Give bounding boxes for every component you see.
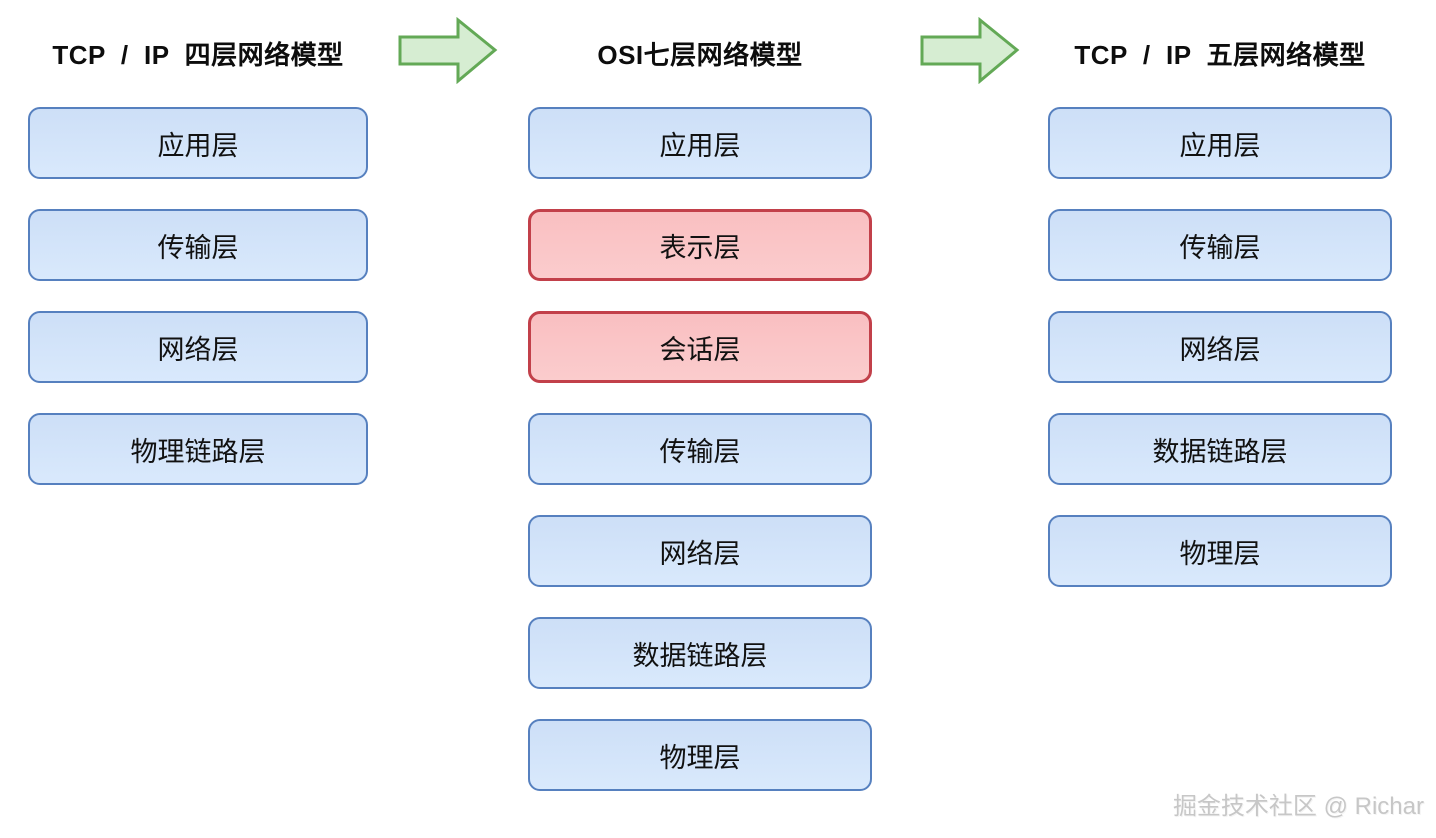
layer-box: 网络层 [28,311,368,383]
layer-label: 应用层 [1179,130,1261,161]
layer-stack-tcpip-4layer: 应用层传输层网络层物理链路层 [28,107,368,485]
layer-box: 网络层 [1048,311,1392,383]
right-arrow-icon [920,17,1020,84]
layer-box: 表示层 [528,209,872,281]
layer-label: 网络层 [157,334,239,365]
layer-box: 数据链路层 [528,617,872,689]
layer-label: 物理层 [659,742,741,773]
layer-label: 物理链路层 [130,436,266,467]
column-title-tcpip-4layer: TCP / IP 四层网络模型 [52,40,344,70]
layer-label: 数据链路层 [632,640,768,671]
layer-label: 传输层 [157,232,239,263]
layer-box: 数据链路层 [1048,413,1392,485]
watermark: 掘金技术社区 @ Richar [1172,793,1424,820]
layer-label: 物理层 [1179,538,1261,569]
column-title-osi-7layer: OSI七层网络模型 [597,40,803,70]
layer-box: 网络层 [528,515,872,587]
layer-box: 物理层 [1048,515,1392,587]
layer-label: 传输层 [659,436,741,467]
layer-box: 会话层 [528,311,872,383]
layer-label: 数据链路层 [1152,436,1288,467]
layer-stack-osi-7layer: 应用层表示层会话层传输层网络层数据链路层物理层 [528,107,872,791]
layer-box: 应用层 [1048,107,1392,179]
layer-label: 应用层 [157,130,239,161]
layer-box: 应用层 [28,107,368,179]
layer-label: 网络层 [659,538,741,569]
layer-label: 网络层 [1179,334,1261,365]
layer-label: 会话层 [659,334,741,365]
right-arrow-icon [398,17,498,84]
layer-box: 传输层 [528,413,872,485]
column-title-tcpip-5layer: TCP / IP 五层网络模型 [1074,40,1366,70]
layer-label: 应用层 [659,130,741,161]
column-tcpip-4layer: TCP / IP 四层网络模型 应用层传输层网络层物理链路层 [28,30,368,485]
layer-label: 表示层 [659,232,741,263]
layer-box: 传输层 [1048,209,1392,281]
layer-box: 物理链路层 [28,413,368,485]
column-osi-7layer: OSI七层网络模型 应用层表示层会话层传输层网络层数据链路层物理层 [528,30,872,791]
layer-box: 应用层 [528,107,872,179]
layer-label: 传输层 [1179,232,1261,263]
layer-stack-tcpip-5layer: 应用层传输层网络层数据链路层物理层 [1048,107,1392,587]
layer-box: 物理层 [528,719,872,791]
column-tcpip-5layer: TCP / IP 五层网络模型 应用层传输层网络层数据链路层物理层 [1048,30,1392,587]
layer-box: 传输层 [28,209,368,281]
